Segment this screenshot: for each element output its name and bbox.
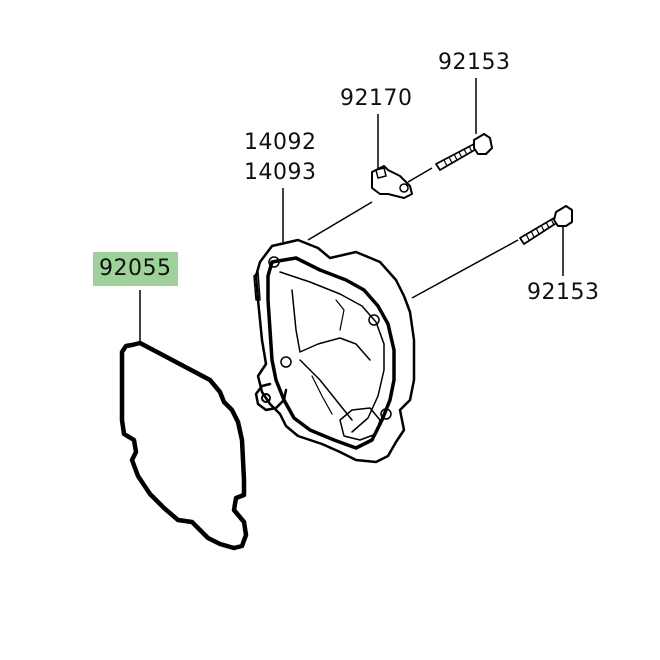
bolt-right-part[interactable] [519,205,573,245]
bolt-top-part[interactable] [435,133,493,171]
part-label-92153-right[interactable]: 92153 [527,282,600,304]
assembly-lines [307,167,519,299]
part-number: 14093 [244,160,317,185]
part-number: 92055 [99,256,172,281]
part-number: 92170 [340,86,413,111]
part-number: 92153 [438,50,511,75]
gasket-part[interactable] [119,340,249,551]
part-label-92170[interactable]: 92170 [340,88,413,110]
part-label-92055[interactable]: 92055 [93,252,178,286]
part-number: 14092 [244,130,317,155]
clamp-part[interactable] [371,165,413,199]
part-number: 92153 [527,280,600,305]
cylinder-head-cover-part[interactable] [253,238,416,464]
part-label-14092-14093[interactable]: 14092 14093 [244,128,317,188]
part-label-92153-top[interactable]: 92153 [438,52,511,74]
